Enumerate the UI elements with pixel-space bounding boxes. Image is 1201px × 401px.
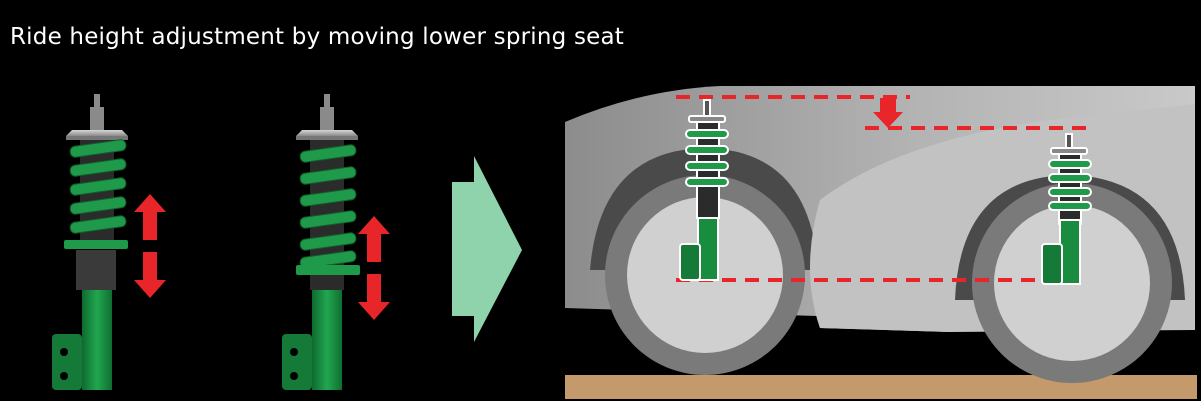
double-vertical-arrow-icon (358, 216, 390, 320)
shock-in-car-rear (679, 99, 729, 281)
shock-in-car-front (1041, 133, 1092, 285)
double-vertical-arrow-icon (134, 194, 166, 298)
ground (565, 375, 1197, 399)
shock-absorber-lowered (282, 94, 360, 390)
right-chevron-arrow-icon (452, 156, 522, 342)
car-illustration (565, 86, 1197, 399)
ride-height-guides (676, 95, 1090, 282)
coil-spring (299, 144, 357, 269)
page-title: Ride height adjustment by moving lower s… (10, 24, 625, 50)
coil-spring (69, 139, 127, 234)
shock-absorber-standard (52, 94, 128, 390)
down-arrow-icon (873, 98, 903, 128)
